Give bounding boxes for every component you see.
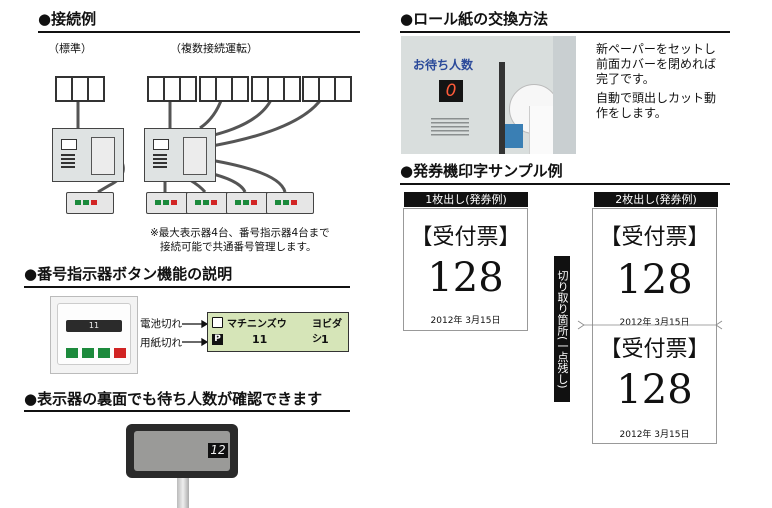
machine-screen xyxy=(153,139,169,150)
roll-desc-4: 自動で頭出しカット動 xyxy=(596,91,717,105)
display-back-unit: 12 xyxy=(126,424,238,478)
number-indicator-multi-3 xyxy=(226,192,274,214)
lcd-waiting-value: 11 xyxy=(252,333,268,346)
connection-note-1: ※最大表示器4台、番号指示器4台まで xyxy=(150,227,330,239)
lcd-call-value: 1 xyxy=(321,333,329,346)
display-unit-multi-1 xyxy=(147,76,197,102)
roll-desc-2: 前面カバーを閉めれば xyxy=(596,57,717,71)
label-multi: （複数接続運転） xyxy=(170,42,258,55)
ticket-date-upper: 2012年 3月15日 xyxy=(619,318,690,328)
roll-photo: お待ち人数 0 xyxy=(401,36,576,154)
display-back-title: ●表示器の裏面でも待ち人数が確認できます xyxy=(24,390,323,408)
connection-title: ●接続例 xyxy=(38,10,97,28)
ticket-title: 【受付票】 xyxy=(410,225,521,250)
roll-title: ●ロール紙の交換方法 xyxy=(400,10,549,28)
single-ticket: 【受付票】 128 2012年 3月15日 xyxy=(403,208,528,331)
speaker-grille-icon xyxy=(153,154,167,168)
display-unit-multi-4 xyxy=(302,76,352,102)
green-button xyxy=(98,348,110,358)
battery-icon xyxy=(212,317,223,328)
connection-note-2: 接続可能で共通番号管理します。 xyxy=(160,241,317,253)
paper-cover xyxy=(183,137,207,175)
double-ticket-header: 2枚出し(発券例) xyxy=(594,192,718,207)
sample-title-rule xyxy=(400,183,730,185)
lcd-call-label: ヨビダシ xyxy=(312,319,342,345)
display-back-title-rule xyxy=(24,410,350,412)
ticket-machine-multi xyxy=(144,128,216,182)
back-digit-display: 12 xyxy=(208,443,228,458)
indicator-buttons xyxy=(66,348,126,358)
machine-side xyxy=(553,36,576,154)
ticket-number-upper: 128 xyxy=(616,257,693,303)
arrow-icons xyxy=(182,319,208,347)
display-unit-standard xyxy=(55,76,105,102)
machine-edge xyxy=(499,62,505,154)
number-indicator-multi-2 xyxy=(186,192,234,214)
paper-icon: P xyxy=(212,334,223,345)
display-unit-multi-3 xyxy=(251,76,301,102)
machine-screen xyxy=(61,139,77,150)
indicator-screen: 11 xyxy=(66,320,122,332)
label-standard: （標準） xyxy=(48,42,92,55)
ticket-number-lower: 128 xyxy=(616,367,693,413)
buttons-title-rule xyxy=(24,286,350,288)
machine-digit: 0 xyxy=(439,80,463,102)
battery-label: 電池切れ xyxy=(140,318,182,330)
lcd-panel: マチニンズウ ヨビダシ P 11 1 xyxy=(207,312,349,352)
ticket-title-lower: 【受付票】 xyxy=(599,337,710,362)
ticket-title-upper: 【受付票】 xyxy=(599,225,710,250)
speaker-grille-icon xyxy=(61,154,75,168)
paper-label: 用紙切れ xyxy=(140,337,182,349)
red-button xyxy=(114,348,126,358)
machine-label: お待ち人数 xyxy=(413,58,474,72)
green-button xyxy=(82,348,94,358)
cut-label: 切り取り箇所(一点残し) xyxy=(554,256,570,402)
roll-desc-1: 新ペーパーをセットし xyxy=(596,42,716,56)
roll-title-rule xyxy=(400,31,730,33)
display-pole xyxy=(177,476,189,508)
ticket-date: 2012年 3月15日 xyxy=(430,316,501,326)
machine-blue-part xyxy=(505,124,523,148)
paper-cover xyxy=(91,137,115,175)
ticket-date-lower: 2012年 3月15日 xyxy=(619,430,690,440)
speaker-grille-icon xyxy=(431,118,469,136)
display-back-panel: 12 xyxy=(134,431,230,471)
cut-line xyxy=(577,320,723,330)
ticket-machine-standard xyxy=(52,128,124,182)
green-button xyxy=(66,348,78,358)
indicator-device: 11 xyxy=(57,303,131,365)
connection-title-rule xyxy=(38,31,360,33)
roll-desc-3: 完了です。 xyxy=(596,72,655,86)
number-indicator-multi-4 xyxy=(266,192,314,214)
lcd-waiting-label: マチニンズウ xyxy=(227,319,287,330)
indicator-photo: 11 xyxy=(50,296,138,374)
roll-desc-5: 作をします。 xyxy=(596,106,667,120)
ticket-number: 128 xyxy=(427,255,504,301)
sample-title: ●発券機印字サンプル例 xyxy=(400,162,563,180)
double-ticket: 【受付票】 128 2012年 3月15日 【受付票】 128 2012年 3月… xyxy=(592,208,717,444)
buttons-title: ●番号指示器ボタン機能の説明 xyxy=(24,265,233,283)
display-unit-multi-2 xyxy=(199,76,249,102)
number-indicator-standard xyxy=(66,192,114,214)
single-ticket-header: 1枚出し(発券例) xyxy=(404,192,528,207)
